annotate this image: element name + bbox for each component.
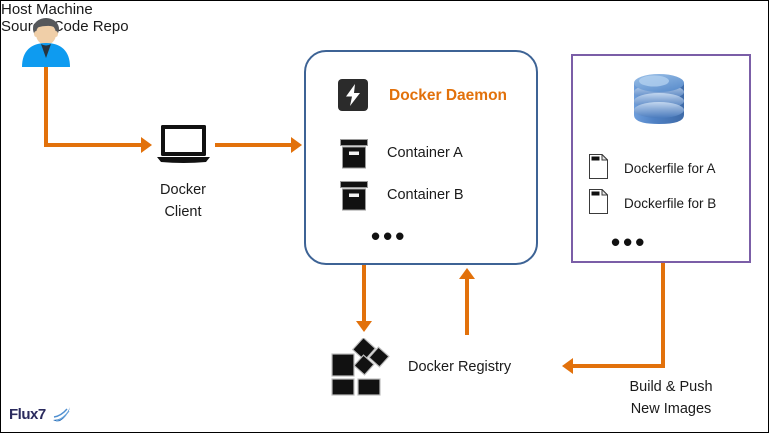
container-box-icon-b [340, 181, 368, 211]
host-machine-title: Host Machine [1, 1, 93, 18]
connector-host-to-registry [362, 265, 366, 323]
connector-user-to-client [44, 143, 143, 147]
build-push-label-line2: New Images [630, 401, 712, 417]
container-box-icon-a [340, 139, 368, 169]
dockerfile-b-document-icon [589, 188, 609, 214]
arrowhead-build-push [562, 358, 573, 374]
docker-daemon-lightning-bolt-icon [338, 79, 368, 111]
database-cylinder-icon [630, 71, 688, 127]
arrowhead-to-registry [356, 321, 372, 332]
dockerfile-a-label: Dockerfile for A [624, 161, 716, 176]
arrowhead-to-host-pull [459, 268, 475, 279]
arrowhead-to-client [141, 137, 152, 153]
dockerfile-a-document-icon [589, 153, 609, 179]
source-code-repo-title: Source Code Repo [1, 18, 129, 35]
flux7-swoosh-icon [53, 407, 70, 422]
docker-client-label-line1: Docker [160, 182, 206, 198]
connector-repo-down [661, 263, 665, 368]
flux7-logo: Flux7 [9, 404, 73, 426]
container-b-label: Container B [387, 187, 464, 203]
container-a-label: Container A [387, 145, 463, 161]
connector-registry-to-host [465, 279, 469, 335]
repo-more-files-ellipsis: ••• [611, 227, 648, 257]
docker-daemon-label: Docker Daemon [389, 87, 508, 104]
build-push-label-line1: Build & Push [629, 379, 713, 395]
connector-user-down [44, 67, 48, 147]
docker-client-label-line2: Client [164, 204, 202, 220]
docker-registry-label: Docker Registry [408, 359, 512, 375]
connector-repo-to-registry [573, 364, 665, 368]
docker-client-laptop-icon [155, 124, 212, 164]
arrowhead-to-host [291, 137, 302, 153]
flux7-wordmark: Flux7 [9, 406, 46, 423]
docker-registry-blocks-icon [331, 336, 393, 396]
dockerfile-b-label: Dockerfile for B [624, 196, 717, 211]
connector-client-to-host [215, 143, 293, 147]
user-person-icon [19, 17, 73, 69]
host-more-containers-ellipsis: ••• [371, 221, 408, 251]
